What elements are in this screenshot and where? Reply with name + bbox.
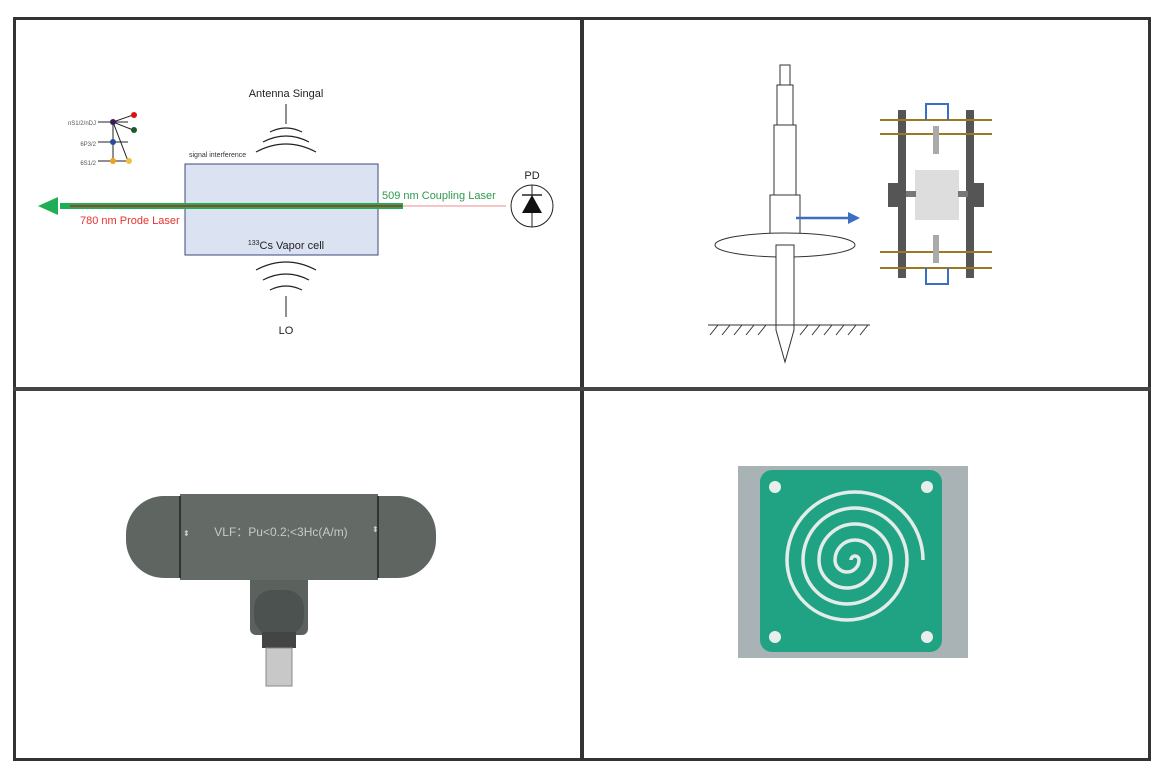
probe-laser-label: 780 nm Prode Laser: [80, 215, 180, 227]
vapor-cell: [184, 163, 379, 256]
ground-rod: [714, 64, 856, 364]
arrowhead-icon: [848, 212, 860, 224]
antenna-wave-icon: [255, 127, 317, 153]
svg-text:⬍: ⬍: [372, 525, 379, 534]
svg-text:⬍: ⬍: [183, 529, 190, 538]
panel-ground-electrode: [708, 64, 992, 364]
vapor-cell-label: 133Cs Vapor cell: [248, 240, 324, 252]
electrode-detail: [880, 103, 992, 285]
photodiode-label: PD: [524, 170, 539, 182]
divider-horizontal: [13, 387, 1151, 391]
mounting-bolts: [769, 481, 933, 643]
panel-rydberg-setup: nS1/2/nDJ 6P3/2 6S1/2 Antenna Singal sig…: [38, 88, 554, 337]
arrowhead-icon: [38, 197, 58, 215]
level-label: nS1/2/nDJ: [68, 121, 96, 127]
lo-label: LO: [279, 325, 294, 337]
spiral-coil: [785, 490, 925, 622]
lo-wave-icon: [255, 261, 317, 291]
interference-label: signal interference: [189, 152, 246, 159]
antenna-label: Antenna Singal: [249, 88, 324, 100]
level-label: 6S1/2: [80, 161, 96, 167]
sensor-label: VLF：Pu<0.2;<3Hc(A/m): [214, 525, 347, 539]
level-label: 6P3/2: [80, 142, 96, 148]
photodiode-icon: [510, 184, 554, 228]
coupling-laser-label: 509 nm Coupling Laser: [382, 190, 496, 202]
sensor-photo: ⬍ ⬍: [126, 494, 436, 687]
panel-spiral-pcb: [738, 466, 968, 658]
panel-vlf-sensor: ⬍ ⬍ VLF：Pu<0.2;<3Hc(A/m): [126, 494, 436, 687]
ground-hatch: [709, 324, 869, 336]
energy-level-diagram: nS1/2/nDJ 6P3/2 6S1/2: [68, 112, 137, 167]
